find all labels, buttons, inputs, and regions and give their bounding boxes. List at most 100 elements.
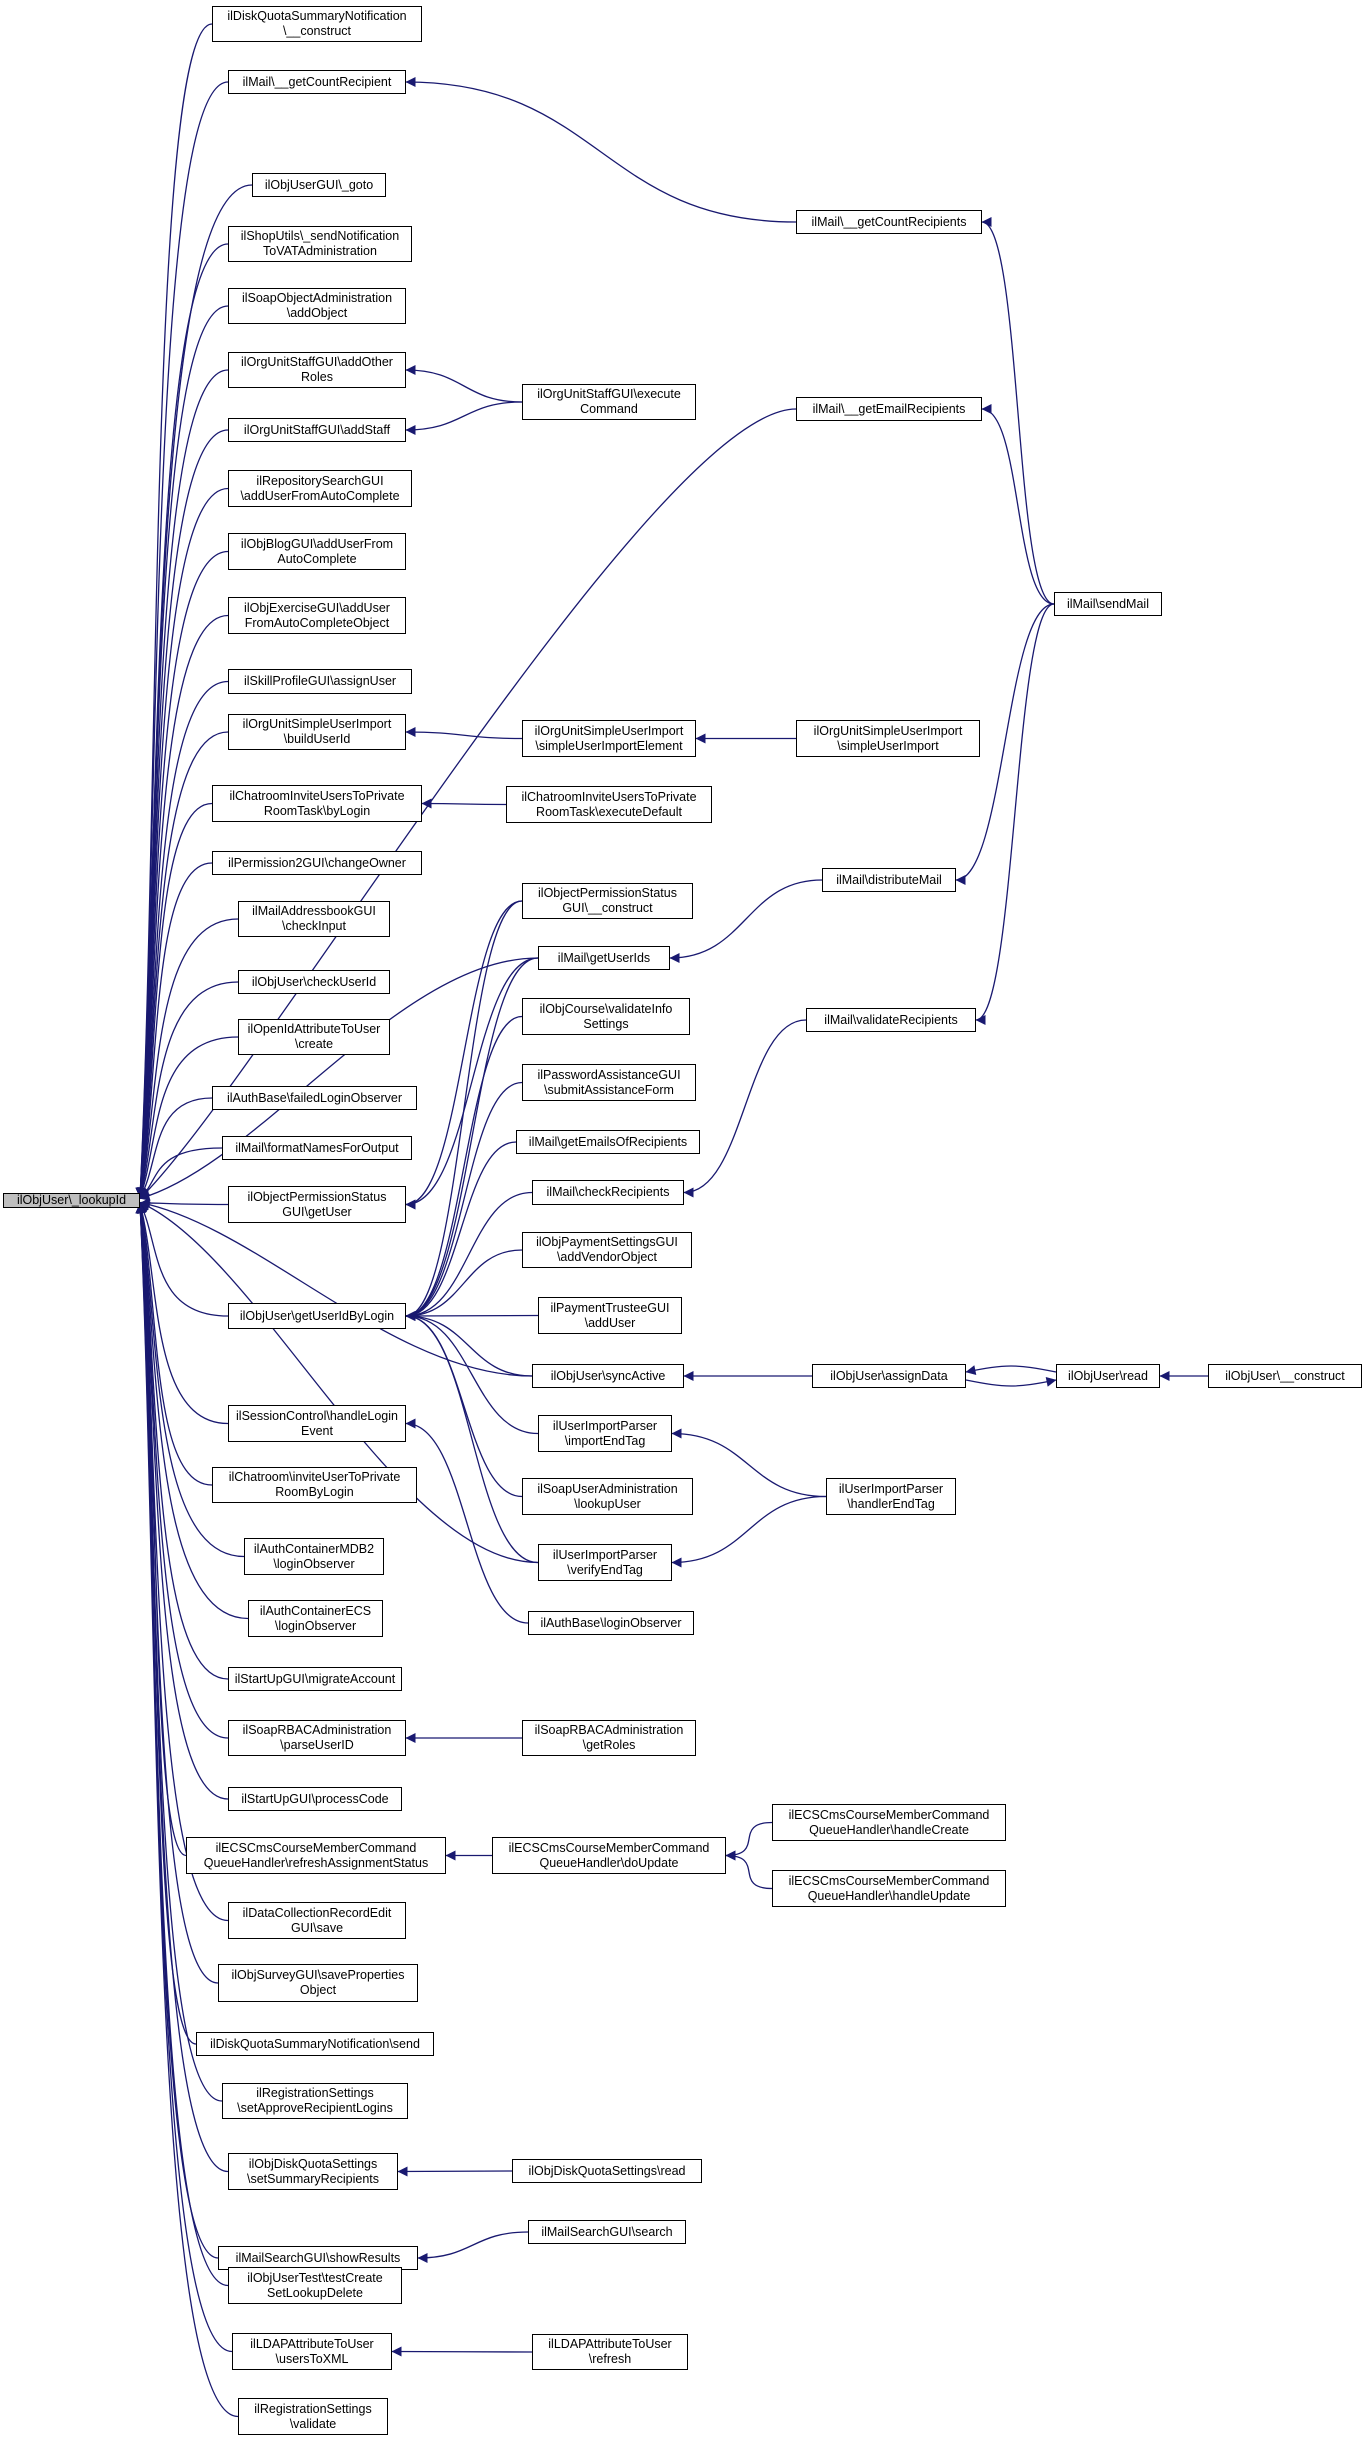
graph-node-ilchatroom-inviteusertoprivate-roombylogin[interactable]: ilChatroom\inviteUserToPrivate RoomByLog… — [212, 1467, 417, 1503]
graph-node-ilobjdiskquotasettings-setsummaryrecipients[interactable]: ilObjDiskQuotaSettings \setSummaryRecipi… — [228, 2153, 398, 2190]
graph-node-ilsessioncontrol-handlelogin-event[interactable]: ilSessionControl\handleLogin Event — [228, 1405, 406, 1442]
graph-node-ilsoaprbacadministration-parseuserid[interactable]: ilSoapRBACAdministration \parseUserID — [228, 1720, 406, 1756]
graph-node-ilmail-validaterecipients[interactable]: ilMail\validateRecipients — [806, 1008, 976, 1032]
node-label: ilECSCmsCourseMemberCommand QueueHandler… — [788, 1807, 990, 1837]
graph-node-ilecscmscoursemembercommand-queuehandler-doupdate[interactable]: ilECSCmsCourseMemberCommand QueueHandler… — [492, 1837, 726, 1874]
graph-node-iluserimportparser-handlerendtag[interactable]: ilUserImportParser \handlerEndTag — [826, 1478, 956, 1515]
graph-node-ilmail-distributemail[interactable]: ilMail\distributeMail — [822, 868, 956, 892]
node-label: ilUserImportParser \handlerEndTag — [838, 1481, 944, 1511]
node-label: ilChatroom\inviteUserToPrivate RoomByLog… — [228, 1470, 401, 1499]
graph-node-ilstartupgui-migrateaccount[interactable]: ilStartUpGUI\migrateAccount — [228, 1667, 402, 1691]
graph-node-iluserimportparser-importendtag[interactable]: ilUserImportParser \importEndTag — [538, 1415, 672, 1452]
graph-node-ilsoapobjectadministration-addobject[interactable]: ilSoapObjectAdministration \addObject — [228, 288, 406, 324]
graph-node-ilauthcontainermdb2-loginobserver[interactable]: ilAuthContainerMDB2 \loginObserver — [244, 1538, 384, 1575]
node-label: ilRepositorySearchGUI \addUserFromAutoCo… — [240, 473, 400, 503]
graph-node-ilorgunitstaffgui-addstaff[interactable]: ilOrgUnitStaffGUI\addStaff — [228, 418, 406, 442]
graph-node-ilchatroominviteuserstoprivate-roomtask-bylogin[interactable]: ilChatroomInviteUsersToPrivate RoomTask\… — [212, 785, 422, 822]
graph-node-ilregistrationsettings-setapproverecipientlogins[interactable]: ilRegistrationSettings \setApproveRecipi… — [222, 2083, 408, 2119]
graph-node-ilskillprofilegui-assignuser[interactable]: ilSkillProfileGUI\assignUser — [228, 669, 412, 694]
graph-node-ildiskquotasummarynotification-send[interactable]: ilDiskQuotaSummaryNotification\send — [196, 2032, 434, 2056]
graph-node-ilobjexercisegui-adduser-fromautocompleteobject[interactable]: ilObjExerciseGUI\addUser FromAutoComplet… — [228, 597, 406, 634]
root-node[interactable]: ilObjUser\_lookupId — [3, 1193, 140, 1208]
graph-node-ildiskquotasummarynotification-construct[interactable]: ilDiskQuotaSummaryNotification \__constr… — [212, 6, 422, 42]
graph-node-ilobjusergui-goto[interactable]: ilObjUserGUI\_goto — [252, 173, 386, 197]
node-label: ilObjectPermissionStatus GUI\getUser — [247, 1189, 387, 1219]
edge-m1-to-n6 — [405, 365, 523, 403]
graph-node-ilorgunitsimpleuserimport-builduserid[interactable]: ilOrgUnitSimpleUserImport \buildUserId — [228, 714, 406, 750]
node-label: ilOpenIdAttributeToUser \create — [247, 1022, 381, 1051]
graph-node-ilstartupgui-processcode[interactable]: ilStartUpGUI\processCode — [228, 1787, 402, 1811]
node-label: ilSoapRBACAdministration \getRoles — [534, 1723, 684, 1752]
graph-node-ilauthbase-loginobserver[interactable]: ilAuthBase\loginObserver — [528, 1611, 694, 1635]
graph-node-iluserimportparser-verifyendtag[interactable]: ilUserImportParser \verifyEndTag — [538, 1544, 672, 1581]
graph-node-ilobjuser-construct[interactable]: ilObjUser\__construct — [1208, 1364, 1362, 1388]
graph-node-ilobjdiskquotasettings-read[interactable]: ilObjDiskQuotaSettings\read — [512, 2159, 702, 2183]
node-label: ilObjUser\getUserIdByLogin — [239, 1308, 395, 1323]
graph-node-ilobjuser-read[interactable]: ilObjUser\read — [1056, 1364, 1160, 1388]
graph-node-ilmail-getuserids[interactable]: ilMail\getUserIds — [538, 946, 670, 970]
graph-node-ilauthcontainerecs-loginobserver[interactable]: ilAuthContainerECS \loginObserver — [248, 1600, 383, 1637]
graph-node-ilsoaprbacadministration-getroles[interactable]: ilSoapRBACAdministration \getRoles — [522, 1720, 696, 1756]
graph-node-ilrepositorysearchgui-adduserfromautocomplete[interactable]: ilRepositorySearchGUI \addUserFromAutoCo… — [228, 470, 412, 507]
graph-node-ilauthbase-failedloginobserver[interactable]: ilAuthBase\failedLoginObserver — [212, 1086, 417, 1110]
graph-node-ilpaymenttrusteegui-adduser[interactable]: ilPaymentTrusteeGUI \addUser — [538, 1297, 682, 1334]
node-label: ilOrgUnitStaffGUI\execute Command — [537, 387, 681, 416]
graph-node-ilecscmscoursemembercommand-queuehandler-refreshassignmentst[interactable]: ilECSCmsCourseMemberCommand QueueHandler… — [186, 1837, 446, 1874]
graph-node-ilmail-getcountrecipient[interactable]: ilMail\__getCountRecipient — [228, 70, 406, 94]
graph-node-ilmail-getemailsofrecipients[interactable]: ilMail\getEmailsOfRecipients — [516, 1130, 700, 1154]
graph-node-ilecscmscoursemembercommand-queuehandler-handleupdate[interactable]: ilECSCmsCourseMemberCommand QueueHandler… — [772, 1870, 1006, 1907]
node-label: ilObjUserGUI\_goto — [264, 177, 374, 192]
node-label: ilMail\formatNamesForOutput — [235, 1140, 399, 1155]
edge-n15-to-root — [137, 918, 239, 1198]
graph-node-ilobjectpermissionstatus-gui-construct[interactable]: ilObjectPermissionStatus GUI\__construct — [522, 883, 693, 919]
node-label: ilMail\checkRecipients — [546, 1185, 670, 1199]
graph-node-ilmail-checkrecipients[interactable]: ilMail\checkRecipients — [532, 1180, 684, 1205]
graph-node-ilmail-formatnamesforoutput[interactable]: ilMail\formatNamesForOutput — [222, 1136, 412, 1160]
node-label: ilAuthContainerECS \loginObserver — [259, 1603, 372, 1633]
graph-node-ilopenidattributetouser-create[interactable]: ilOpenIdAttributeToUser \create — [238, 1019, 390, 1055]
graph-node-ilobjuser-getuseridbylogin[interactable]: ilObjUser\getUserIdByLogin — [228, 1303, 406, 1329]
graph-node-ilmailaddressbookgui-checkinput[interactable]: ilMailAddressbookGUI \checkInput — [238, 901, 390, 937]
graph-node-ilmail-getcountrecipients[interactable]: ilMail\__getCountRecipients — [796, 210, 982, 234]
graph-node-illdapattributetouser-userstoxml[interactable]: ilLDAPAttributeToUser \usersToXML — [232, 2333, 392, 2370]
graph-node-ilorgunitsimpleuserimport-simpleuserimportelement[interactable]: ilOrgUnitSimpleUserImport \simpleUserImp… — [522, 720, 696, 757]
graph-node-ilmail-getemailrecipients[interactable]: ilMail\__getEmailRecipients — [796, 397, 982, 421]
graph-node-ilobjusertest-testcreate-setlookupdelete[interactable]: ilObjUserTest\testCreate SetLookupDelete — [228, 2267, 402, 2304]
node-label: ilObjUser\syncActive — [550, 1368, 666, 1383]
edge-n16-to-root — [137, 981, 239, 1198]
graph-node-ilorgunitsimpleuserimport-simpleuserimport[interactable]: ilOrgUnitSimpleUserImport \simpleUserImp… — [796, 720, 980, 757]
graph-node-ilregistrationsettings-validate[interactable]: ilRegistrationSettings \validate — [238, 2398, 388, 2435]
graph-node-ilobjuser-syncactive[interactable]: ilObjUser\syncActive — [532, 1364, 684, 1388]
graph-node-ilmailsearchgui-search[interactable]: ilMailSearchGUI\search — [528, 2220, 686, 2244]
graph-node-ilmail-sendmail[interactable]: ilMail\sendMail — [1054, 592, 1162, 616]
graph-node-ilecscmscoursemembercommand-queuehandler-handlecreate[interactable]: ilECSCmsCourseMemberCommand QueueHandler… — [772, 1804, 1006, 1841]
graph-node-ilchatroominviteuserstoprivate-roomtask-executedefault[interactable]: ilChatroomInviteUsersToPrivate RoomTask\… — [506, 786, 712, 823]
node-label: ilOrgUnitSimpleUserImport \buildUserId — [242, 717, 392, 746]
graph-node-ilobjectpermissionstatus-gui-getuser[interactable]: ilObjectPermissionStatus GUI\getUser — [228, 1186, 406, 1223]
graph-node-ilpermission2gui-changeowner[interactable]: ilPermission2GUI\changeOwner — [212, 851, 422, 875]
graph-node-ilorgunitstaffgui-execute-command[interactable]: ilOrgUnitStaffGUI\execute Command — [522, 384, 696, 420]
edge-m5-to-root — [139, 957, 539, 1201]
graph-node-ilpasswordassistancegui-submitassistanceform[interactable]: ilPasswordAssistanceGUI \submitAssistanc… — [522, 1064, 696, 1101]
graph-node-ilobjcourse-validateinfo-settings[interactable]: ilObjCourse\validateInfo Settings — [522, 998, 690, 1035]
node-label: ilObjUser\__construct — [1225, 1368, 1345, 1383]
graph-node-ilobjuser-checkuserid[interactable]: ilObjUser\checkUserId — [238, 970, 390, 994]
graph-node-ilobjbloggui-adduserfrom-autocomplete[interactable]: ilObjBlogGUI\addUserFrom AutoComplete — [228, 533, 406, 570]
graph-node-ilobjsurveygui-saveproperties-object[interactable]: ilObjSurveyGUI\saveProperties Object — [218, 1964, 418, 2002]
graph-node-ilsoapuseradministration-lookupuser[interactable]: ilSoapUserAdministration \lookupUser — [522, 1478, 693, 1515]
graph-node-ilobjuser-assigndata[interactable]: ilObjUser\assignData — [812, 1364, 966, 1388]
graph-node-ilobjpaymentsettingsgui-addvendorobject[interactable]: ilObjPaymentSettingsGUI \addVendorObject — [522, 1232, 692, 1268]
edge-r5-to-m9 — [683, 1019, 807, 1198]
node-label: ilLDAPAttributeToUser \usersToXML — [250, 2336, 374, 2366]
node-label: ilObjSurveyGUI\saveProperties Object — [231, 1968, 405, 1997]
graph-node-ilshoputils-sendnotification-tovatadministration[interactable]: ilShopUtils\_sendNotification ToVATAdmin… — [228, 226, 412, 262]
graph-node-ilorgunitstaffgui-addother-roles[interactable]: ilOrgUnitStaffGUI\addOther Roles — [228, 352, 406, 388]
node-label: ilMail\__getEmailRecipients — [812, 401, 966, 416]
edge-n21-to-root — [139, 1203, 229, 1317]
node-label: ilMailAddressbookGUI \checkInput — [252, 904, 376, 933]
node-label: ilRegistrationSettings \setApproveRecipi… — [237, 2086, 393, 2115]
edge-n27-to-root — [136, 1203, 229, 1739]
graph-node-illdapattributetouser-refresh[interactable]: ilLDAPAttributeToUser \refresh — [532, 2334, 688, 2370]
graph-node-ildatacollectionrecordedit-gui-save[interactable]: ilDataCollectionRecordEdit GUI\save — [228, 1902, 406, 1939]
